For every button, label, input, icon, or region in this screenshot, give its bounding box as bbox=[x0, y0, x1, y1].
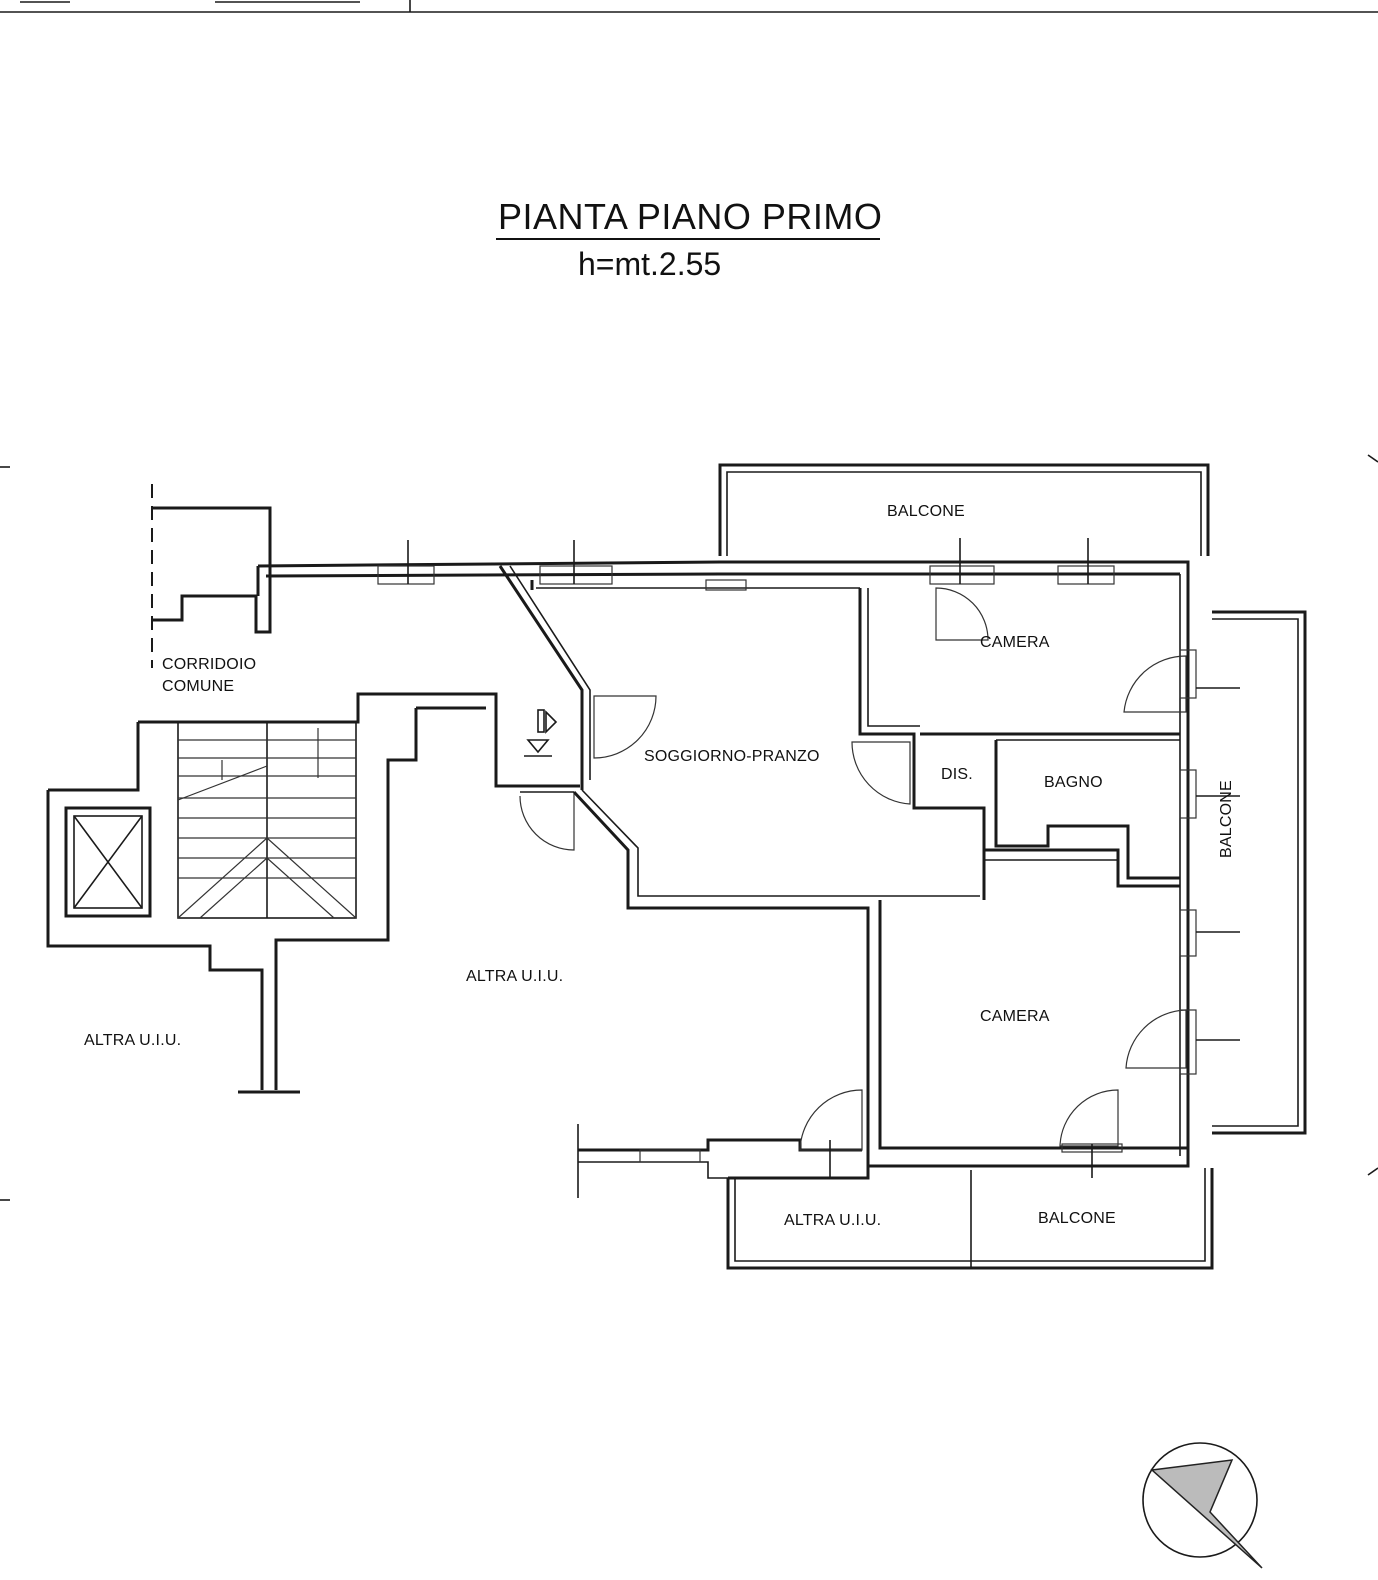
balcony-top bbox=[718, 463, 1210, 556]
north-arrow-compass bbox=[1142, 1442, 1263, 1569]
header-strip bbox=[0, 0, 1378, 13]
soggiorno-label: SOGGIORNO-PRANZO bbox=[644, 748, 820, 765]
lower-shared-wall bbox=[577, 1089, 863, 1198]
ceiling-height-note: h=mt.2.55 bbox=[578, 246, 722, 282]
altra-left-label: ALTRA U.I.U. bbox=[84, 1032, 182, 1049]
outer-wall bbox=[257, 538, 1240, 1180]
balcone-bottom-label: BALCONE bbox=[1038, 1210, 1116, 1227]
balcony-right bbox=[1212, 610, 1307, 1135]
bagno-label: BAGNO bbox=[1044, 774, 1103, 791]
staircase bbox=[177, 721, 357, 919]
corridoio-label: CORRIDOIO bbox=[162, 656, 257, 673]
camera-bottom-label: CAMERA bbox=[980, 1008, 1050, 1025]
margin-ticks bbox=[0, 454, 1378, 1201]
comune-label: COMUNE bbox=[162, 678, 235, 695]
title-underline bbox=[496, 238, 880, 240]
living-area-walls bbox=[498, 565, 980, 1166]
camera-top-label: CAMERA bbox=[980, 634, 1050, 651]
altra-bottom-label: ALTRA U.I.U. bbox=[784, 1212, 882, 1229]
balcone-right-label: BALCONE bbox=[1218, 780, 1235, 858]
dis-label: DIS. bbox=[941, 766, 973, 783]
altra-center-label: ALTRA U.I.U. bbox=[466, 968, 564, 985]
balcony-bottom bbox=[726, 1168, 1214, 1270]
bedroom-bath-walls bbox=[851, 587, 1188, 1178]
balcone-top-label: BALCONE bbox=[887, 503, 965, 520]
plan-title: PIANTA PIANO PRIMO bbox=[498, 196, 883, 237]
